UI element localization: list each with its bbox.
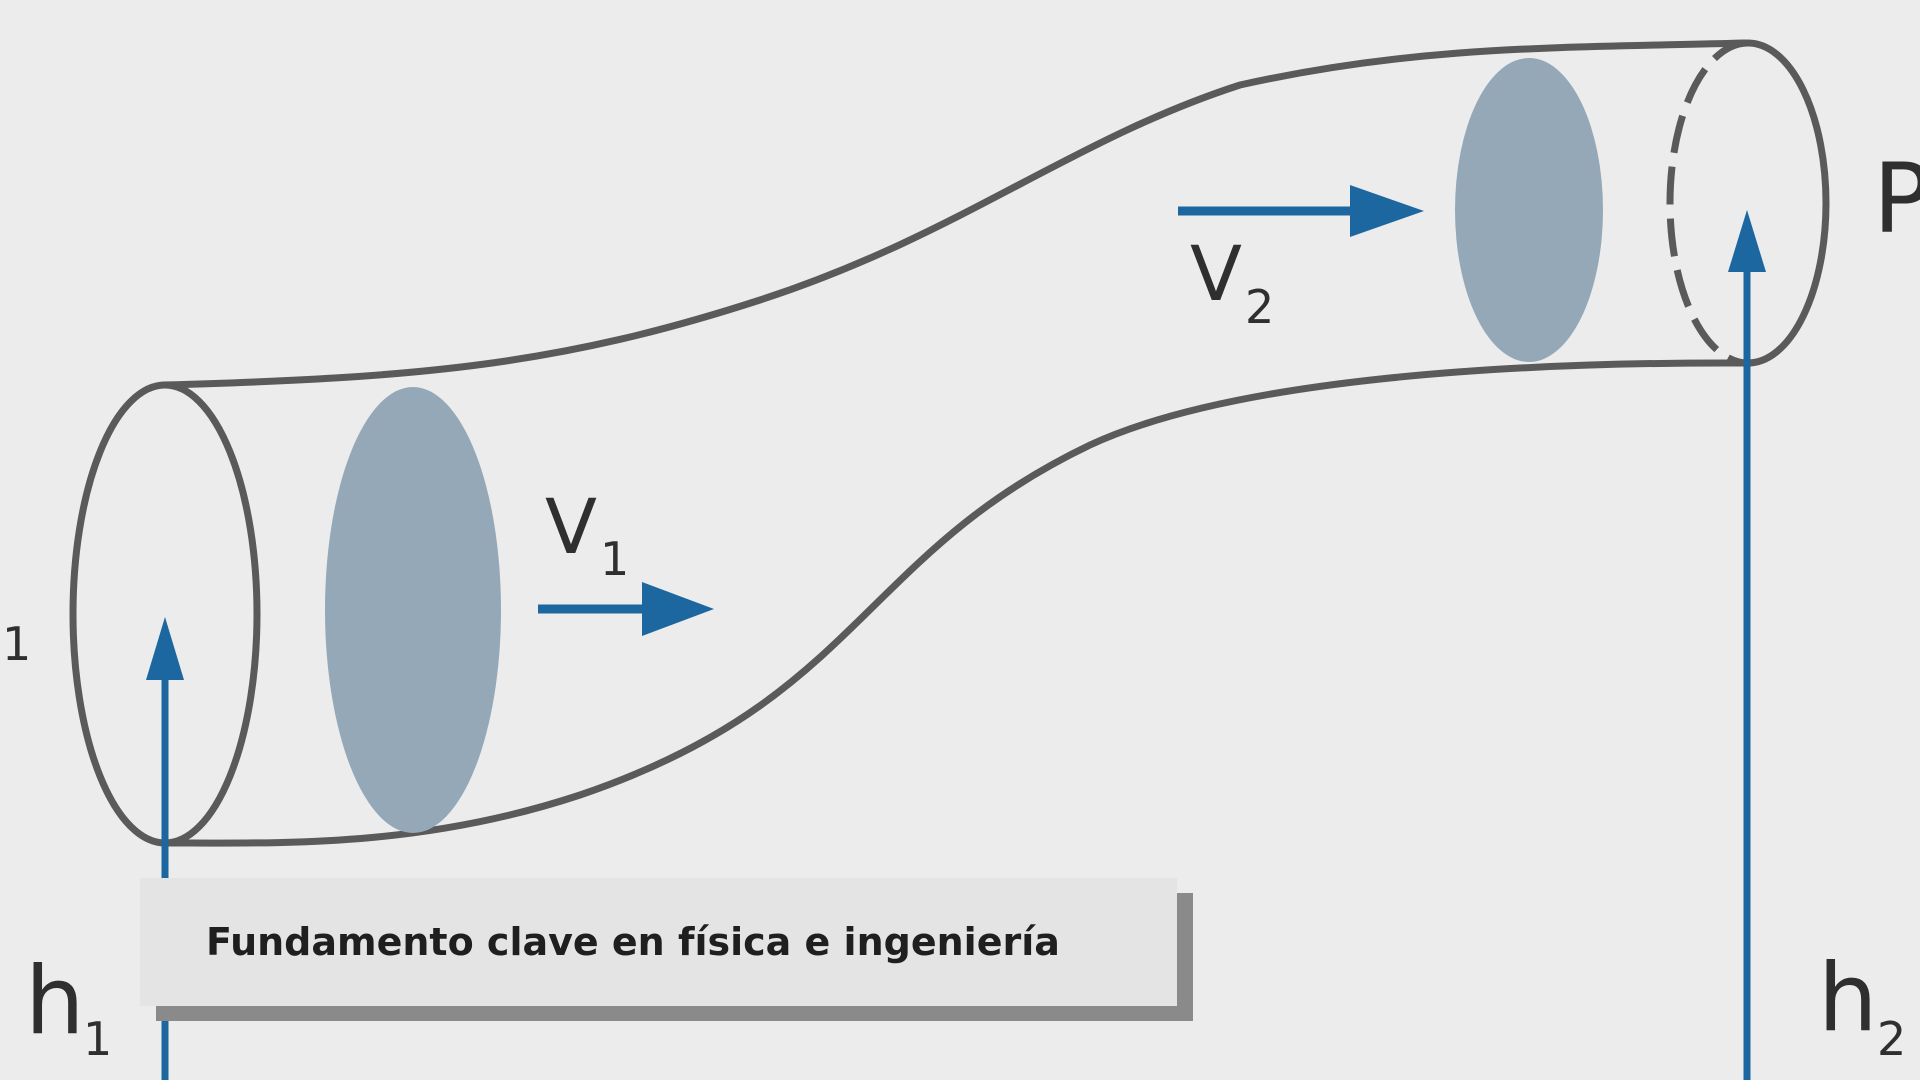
label-v2: V [1190,229,1242,318]
cross-section-1 [325,387,501,833]
label-h1: h [25,947,85,1056]
label-p1-subscript-partial: 1 [2,617,31,671]
pipe-right-opening-back [1666,39,1749,367]
caption-text: Fundamento clave en física e ingeniería [206,920,1060,964]
height-arrow-2 [1728,210,1766,1080]
pipe-outline [159,39,1749,847]
label-p2-partial: P [1873,143,1920,255]
label-h1-subscript: 1 [83,1012,112,1066]
label-v1: V [545,482,597,571]
velocity-arrow-1 [538,582,714,636]
label-v1-subscript: 1 [600,532,629,586]
velocity-arrow-2 [1178,185,1424,237]
cross-section-2 [1455,58,1603,362]
label-h2-subscript: 2 [1877,1012,1906,1066]
label-h2: h [1818,944,1878,1053]
label-v2-subscript: 2 [1245,280,1274,334]
pipe-right-opening-front [1747,39,1830,367]
caption-box: Fundamento clave en física e ingeniería [140,878,1177,1006]
